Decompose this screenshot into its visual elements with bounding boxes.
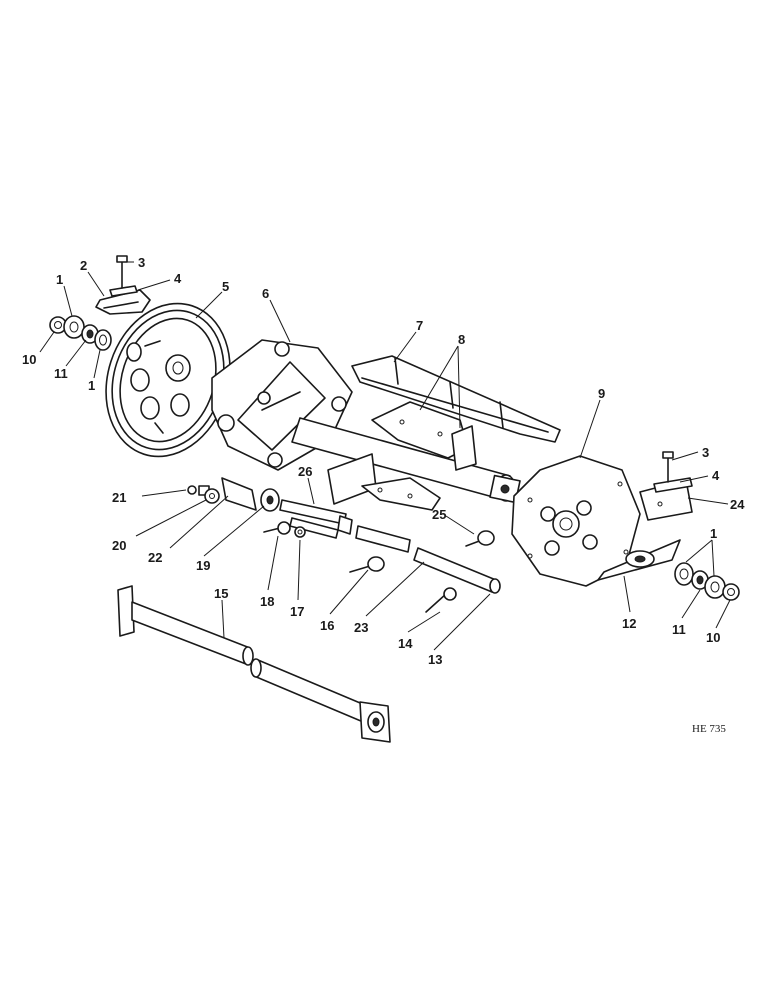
callout-20: 20	[112, 538, 126, 553]
callout-18: 18	[260, 594, 274, 609]
figure-code: HE 735	[692, 723, 726, 735]
center-gussets	[327, 401, 477, 511]
callout-6: 6	[262, 286, 269, 301]
callout-8: 8	[458, 332, 465, 347]
callout-3-right: 3	[702, 445, 709, 460]
callout-1-right: 1	[710, 526, 717, 541]
callout-10-right: 10	[706, 630, 720, 645]
callout-25: 25	[432, 507, 446, 522]
callout-11-left: 11	[54, 366, 68, 381]
callout-4-right: 4	[712, 468, 720, 483]
callout-16: 16	[320, 618, 334, 633]
left-upper-bracket	[95, 255, 151, 315]
callout-leaders	[39, 261, 731, 651]
right-nut-washer-stack	[674, 562, 740, 601]
callout-9: 9	[598, 386, 605, 401]
callout-12: 12	[622, 616, 636, 631]
callout-7: 7	[416, 318, 423, 333]
callout-17: 17	[290, 604, 304, 619]
callout-19: 19	[196, 558, 210, 573]
callout-5: 5	[222, 279, 229, 294]
left-nut-washer-stack	[49, 315, 112, 351]
right-bearing-plate	[597, 539, 681, 581]
upper-rail	[351, 355, 561, 443]
callout-15: 15	[214, 586, 228, 601]
callout-13: 13	[428, 652, 442, 667]
right-upper-bracket	[639, 451, 693, 521]
callout-23: 23	[354, 620, 368, 635]
callout-1-left-lower: 1	[88, 378, 95, 393]
callout-2: 2	[80, 258, 87, 273]
cross-tube	[291, 417, 521, 504]
callout-10-left: 10	[22, 352, 36, 367]
callout-3-left: 3	[138, 255, 145, 270]
callout-22: 22	[148, 550, 162, 565]
callout-11-right: 11	[672, 622, 686, 637]
callout-14: 14	[398, 636, 413, 651]
grease-fittings	[263, 521, 495, 613]
callout-4-left: 4	[174, 271, 182, 286]
callout-26: 26	[298, 464, 312, 479]
callout-24: 24	[730, 497, 745, 512]
callout-1-top-left: 1	[56, 272, 63, 287]
idler-shafts	[279, 499, 501, 594]
bearing-components-left	[187, 477, 280, 512]
callout-21: 21	[112, 490, 126, 505]
callout-labels: 1 2 3 4 5 10 11 1 6 7 8 9 3 4 24 21 26 2…	[22, 255, 745, 667]
bottom-axle-tube	[117, 585, 391, 743]
